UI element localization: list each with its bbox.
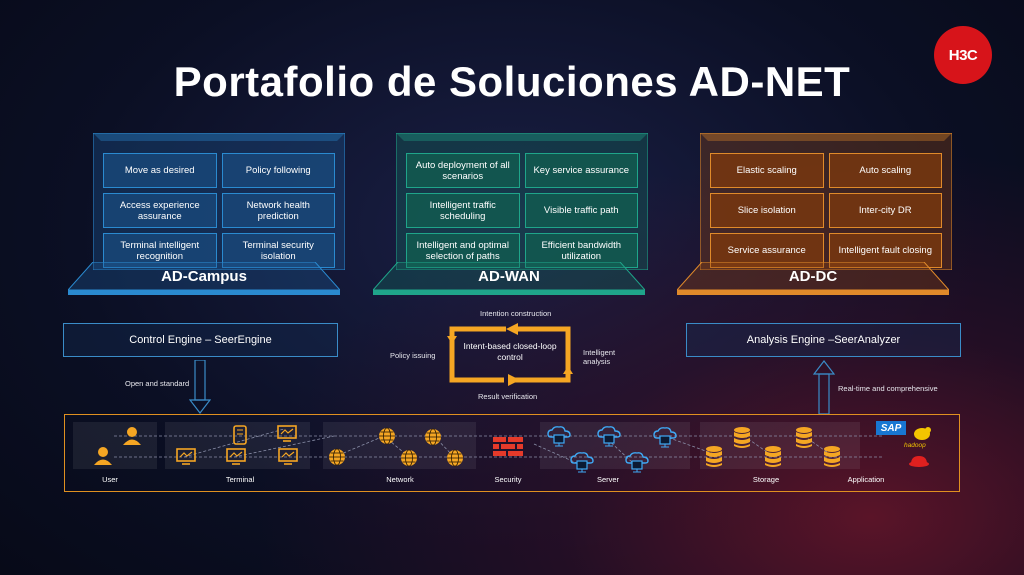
loop-bottom-label: Result verification: [478, 392, 538, 401]
globe-icon: [401, 449, 417, 467]
terminal-icon: [233, 425, 247, 445]
feature-cell: Move as desired: [103, 153, 217, 188]
control-engine-box: Control Engine – SeerEngine: [63, 323, 338, 357]
up-arrow-icon: [813, 360, 835, 415]
user-icon: [123, 427, 141, 445]
down-arrow-icon: [189, 360, 211, 414]
sap-logo-text: SAP: [880, 422, 902, 434]
redhat-logo: [909, 456, 929, 467]
category-storage: Storage: [752, 475, 780, 484]
topology-frame: [64, 414, 960, 492]
hadoop-logo-text: hadoop: [904, 442, 926, 449]
feature-cell: Inter-city DR: [828, 193, 942, 228]
category-terminal: Terminal: [225, 475, 255, 484]
category-application: Application: [847, 475, 885, 484]
firewall-icon: [493, 437, 523, 456]
panel-base-1: AD-WAN: [373, 262, 645, 297]
h3c-logo: H3C: [934, 26, 992, 84]
globe-icon: [425, 428, 441, 446]
analysis-engine-label: Analysis Engine –SeerAnalyzer: [746, 334, 901, 346]
down-arrow-label: Open and standard: [125, 379, 190, 388]
terminal-icon: [277, 425, 297, 442]
feature-cell: Auto deployment of all scenarios: [406, 153, 520, 188]
panel-base-shape: [373, 262, 645, 295]
panel-base-2: AD-DC: [677, 262, 949, 297]
database-icon: [796, 427, 812, 448]
category-security: Security: [494, 475, 522, 484]
feature-cell: Policy following: [221, 153, 335, 188]
feature-cell: Intelligent traffic scheduling: [406, 193, 520, 228]
page-title: Portafolio de Soluciones AD-NET: [173, 58, 851, 105]
globe-icon: [447, 449, 463, 467]
database-icon: [824, 446, 840, 467]
cloud-server-icon: [597, 426, 621, 447]
panel-name: AD-DC: [788, 268, 838, 285]
cloud-server-icon: [547, 426, 571, 447]
feature-cell: Access experience assurance: [103, 193, 217, 228]
panel-base-0: AD-Campus: [68, 262, 340, 297]
category-user: User: [102, 475, 118, 484]
sap-logo: SAP: [876, 421, 906, 435]
cloud-server-icon: [653, 427, 677, 448]
loop-top-label: Intention construction: [480, 309, 552, 318]
globe-icon: [329, 448, 345, 466]
zone-user: [73, 422, 157, 469]
terminal-icon: [176, 448, 196, 465]
database-icon: [706, 446, 722, 467]
cloud-server-icon: [570, 452, 594, 473]
feature-cell: Auto scaling: [828, 153, 942, 188]
category-server: Server: [596, 475, 620, 484]
database-icon: [765, 446, 781, 467]
terminal-icon: [278, 448, 298, 465]
feature-cell: Key service assurance: [524, 153, 638, 188]
analysis-engine-box: Analysis Engine –SeerAnalyzer: [686, 323, 961, 357]
panel-name: AD-WAN: [478, 268, 540, 285]
feature-cell: Elastic scaling: [710, 153, 824, 188]
panel-base-shape: [68, 262, 340, 295]
panel-base-shape: [677, 262, 949, 295]
panel-name: AD-Campus: [161, 268, 247, 285]
logo-text: H3C: [948, 46, 978, 64]
loop-left-label: Policy issuing: [390, 351, 436, 360]
database-icon: [734, 427, 750, 448]
globe-icon: [379, 427, 395, 445]
loop-right-label: Intelligent analysis: [583, 348, 616, 366]
category-network: Network: [386, 475, 414, 484]
feature-cell: Network health prediction: [221, 193, 335, 228]
up-arrow-label: Real-time and comprehensive: [838, 384, 938, 393]
hadoop-logo: [914, 427, 931, 440]
user-icon: [94, 447, 112, 465]
feature-cell: Visible traffic path: [524, 193, 638, 228]
closed-loop-icon: [447, 323, 573, 386]
cloud-server-icon: [625, 452, 649, 473]
terminal-icon: [226, 448, 246, 465]
control-engine-label: Control Engine – SeerEngine: [129, 334, 272, 346]
feature-cell: Slice isolation: [710, 193, 824, 228]
loop-center-label: Intent-based closed-loop control: [463, 341, 557, 362]
